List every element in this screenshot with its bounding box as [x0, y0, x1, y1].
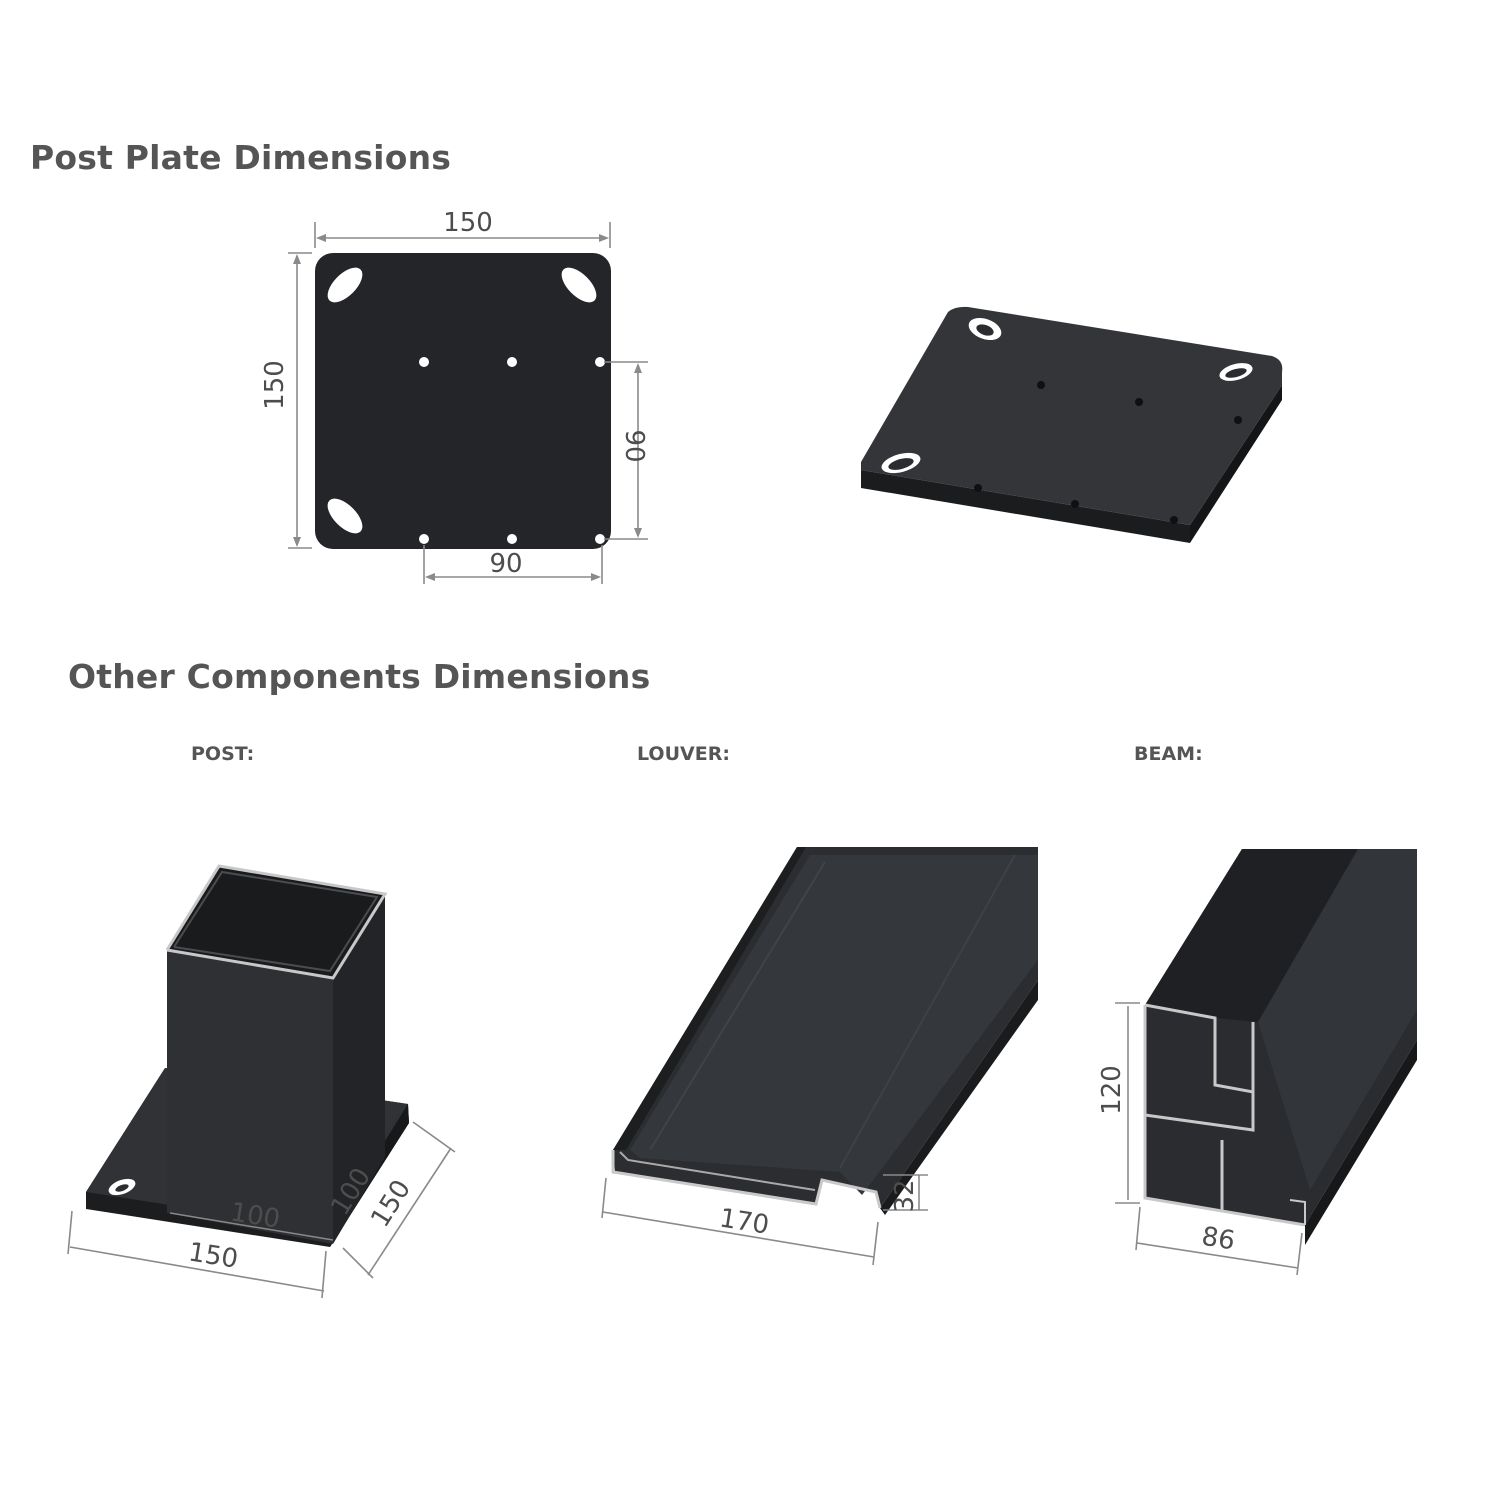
post-3d-view	[86, 864, 409, 1247]
beam-dimension-lines	[1115, 1002, 1303, 1276]
post-plate-dimension-lines	[288, 222, 648, 584]
bolt-hole	[507, 357, 517, 367]
plate-width-label: 150	[443, 208, 493, 238]
post-plate-top-view	[315, 253, 611, 549]
plate-height-label: 150	[260, 360, 290, 410]
post-plate-3d-view	[861, 306, 1283, 543]
slot-hole	[561, 267, 597, 303]
beam-label: BEAM:	[1134, 743, 1203, 765]
bolt-hole	[507, 534, 517, 544]
louver-3d-view	[611, 847, 1038, 1215]
bolt-hole	[419, 534, 429, 544]
louver-dimension-lines	[601, 1174, 928, 1266]
beam-3d-view	[1143, 849, 1417, 1245]
beam-height-label: 120	[1097, 1065, 1127, 1115]
post-dimension-lines	[67, 1121, 456, 1299]
beam-width-label: 86	[1200, 1222, 1237, 1257]
louver-height-label: 32	[890, 1179, 920, 1212]
components-heading: Other Components Dimensions	[68, 657, 651, 696]
louver-label: LOUVER:	[637, 743, 730, 765]
plate-hole-spacing-v-label: 90	[619, 429, 649, 462]
post-label: POST:	[191, 743, 255, 765]
post-plate-heading: Post Plate Dimensions	[30, 138, 452, 177]
bolt-hole	[595, 534, 605, 544]
slot-hole	[327, 267, 363, 303]
louver-width-label: 170	[717, 1203, 771, 1240]
bolt-hole	[595, 357, 605, 367]
slot-hole	[327, 498, 363, 534]
bolt-hole	[419, 357, 429, 367]
plate-hole-spacing-h-label: 90	[489, 549, 522, 579]
